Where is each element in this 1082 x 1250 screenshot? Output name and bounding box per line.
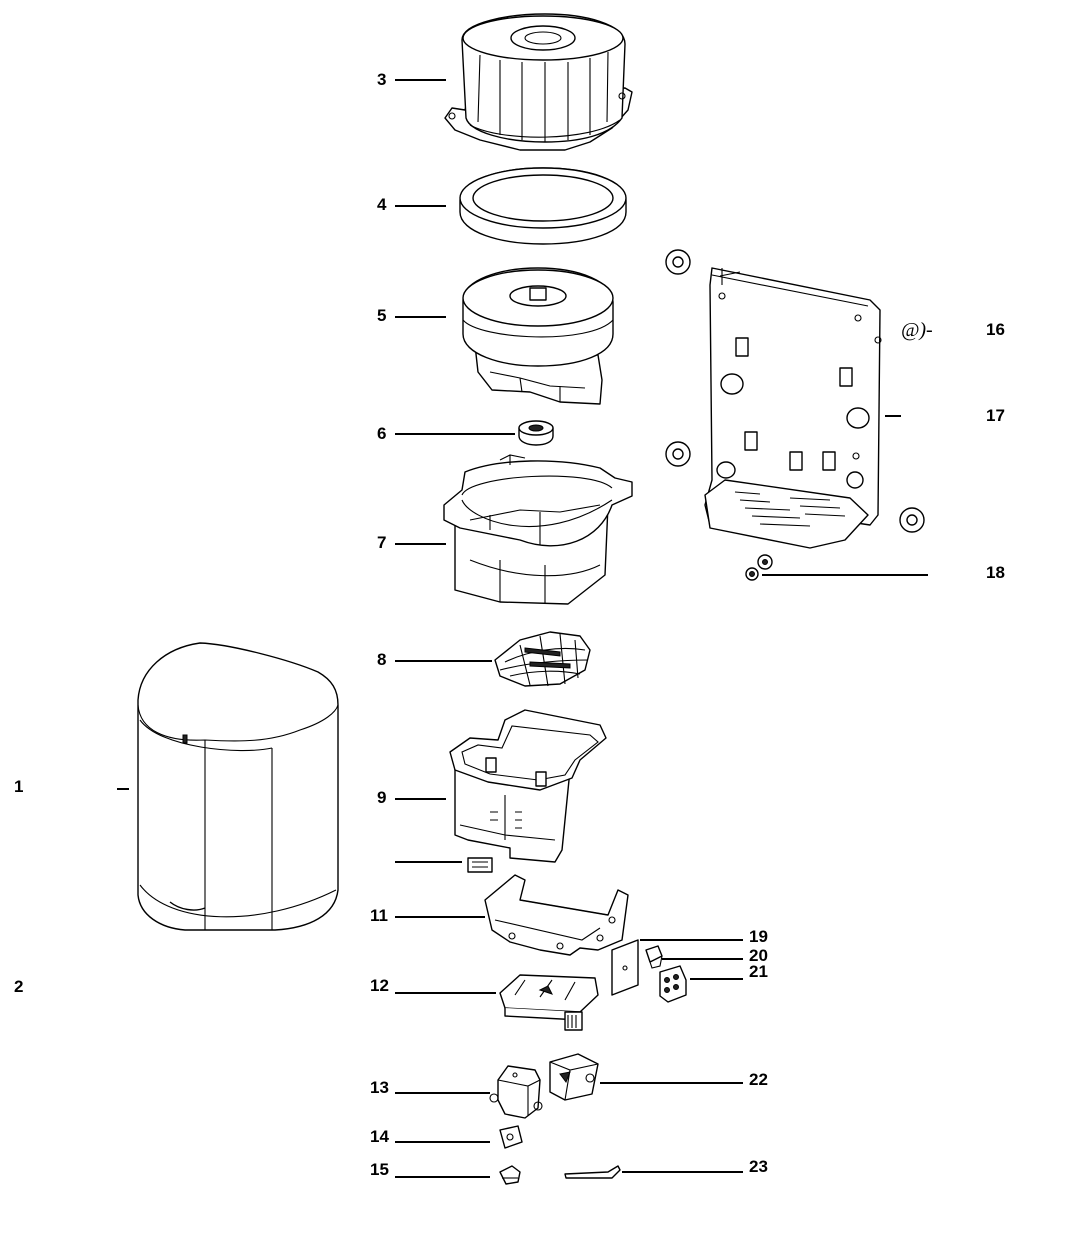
- part-22-module: [549, 1053, 599, 1101]
- part-6-small-ring: [518, 420, 554, 446]
- part-12-control-board: [499, 974, 599, 1031]
- part-23-hex-key: [564, 1165, 621, 1179]
- part-labels: 1 2 3 4 5 6 7 8 9 11 12 13 14 15 16 17 1…: [14, 70, 1005, 1179]
- leader-lines: [117, 79, 928, 1178]
- label-1: 1: [14, 777, 23, 796]
- label-12: 12: [370, 976, 389, 995]
- part-7-motor-housing: [443, 454, 633, 605]
- part-14-small-bracket: [499, 1125, 523, 1149]
- label-20: 20: [749, 946, 768, 965]
- label-16: 16: [986, 320, 1005, 339]
- label-15: 15: [370, 1160, 389, 1179]
- label-3: 3: [377, 70, 386, 89]
- label-2: 2: [14, 977, 23, 996]
- label-6: 6: [377, 424, 386, 443]
- label-23: 23: [749, 1157, 768, 1176]
- label-19: 19: [749, 927, 768, 946]
- label-8: 8: [377, 650, 386, 669]
- label-11: 11: [370, 906, 388, 925]
- part-18-screw: [745, 554, 773, 581]
- label-21: 21: [749, 962, 768, 981]
- part-16-grommet: [665, 441, 691, 467]
- part-4-gasket-ring: [459, 167, 627, 245]
- part-16-grommet: [899, 507, 925, 533]
- label-14: 14: [370, 1127, 389, 1146]
- label-17: 17: [986, 406, 1005, 425]
- part-1-cover: [137, 642, 339, 931]
- part-13-sensor-box: [489, 1065, 543, 1119]
- part-10-small-plate: [467, 857, 493, 873]
- label-4: 4: [377, 195, 387, 214]
- label-18: 18: [986, 563, 1005, 582]
- label-22: 22: [749, 1070, 768, 1089]
- part-8-diffuser-grill: [494, 631, 591, 687]
- label-9: 9: [377, 788, 386, 807]
- part-16-grommet: [665, 249, 691, 275]
- label-7: 7: [377, 533, 386, 552]
- part-19-card: [611, 939, 639, 996]
- part-15-clip: [499, 1165, 521, 1185]
- part-20-clip: [645, 945, 663, 969]
- label-5: 5: [377, 306, 386, 325]
- label-13: 13: [370, 1078, 389, 1097]
- part-11-mounting-bracket: [484, 874, 629, 956]
- part-3-fan-cover: [444, 13, 633, 151]
- part-21-terminal-block: [659, 965, 687, 1003]
- annotation-16: @)-: [901, 319, 933, 341]
- part-9-base-housing: [449, 709, 607, 863]
- part-5-motor: [462, 267, 614, 405]
- part-17-wall-plate: [704, 267, 882, 549]
